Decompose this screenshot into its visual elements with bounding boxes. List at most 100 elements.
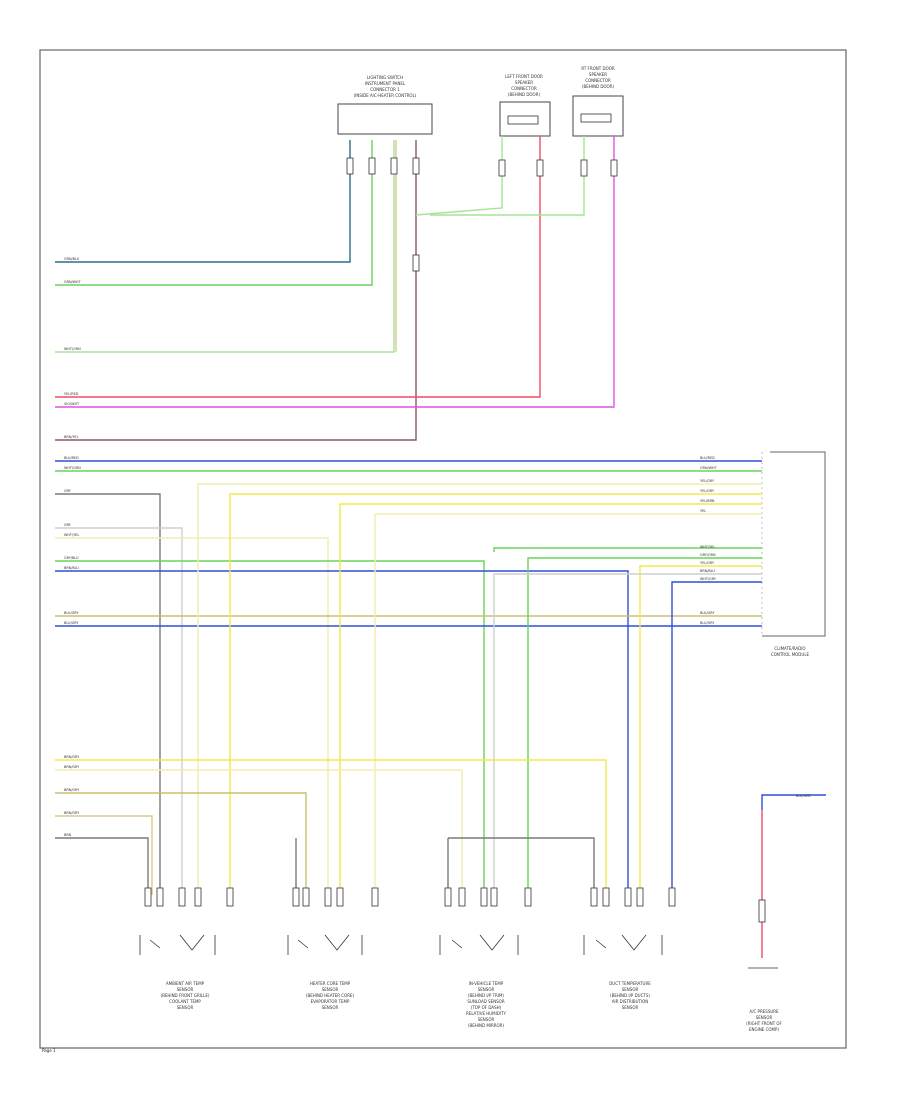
wire-yel-red: [55, 136, 541, 398]
bottom-captions: AMBIENT AIR TEMP SENSOR (BEHIND FRONT GR…: [161, 981, 783, 1032]
left-wire-label: BRN: [64, 833, 72, 837]
right-front-sensor-label-3: CONNECTOR: [585, 78, 611, 83]
connector-upper-3: [390, 157, 398, 175]
connector-lf-2: [536, 159, 544, 177]
comp5-label-1: A/C PRESSURE: [749, 1009, 779, 1014]
comp1-label-2: SENSOR: [177, 987, 194, 992]
control-module-label-2: CONTROL MODULE: [771, 652, 810, 657]
sensor-symbol-1: [139, 934, 216, 955]
diagram-frame: [39, 49, 847, 1049]
wire-grn-blu: [55, 140, 351, 263]
control-module-label-1: CLIMATE/RADIO: [774, 646, 805, 651]
wire-yel-gry-3: [197, 483, 762, 895]
left-wire-label: BRN/GRY: [64, 765, 80, 769]
left-wire-label: YEL/RED: [64, 392, 79, 396]
left-wire-label: GRY/BLU: [64, 556, 79, 560]
comp1-label-5: SENSOR: [177, 1005, 194, 1010]
connector-upper-2: [368, 157, 376, 175]
right-wire-label: YEL: [700, 509, 706, 513]
left-wire-label: GRN/WHT: [64, 280, 82, 284]
connector-b3: [178, 887, 186, 907]
comp4-label-4: AIR DISTRIBUTION: [612, 999, 649, 1004]
page-reference: Page 1: [42, 1048, 56, 1053]
left-wire-label: BRN/BLU: [64, 566, 79, 570]
comp1-label-3: (BEHIND FRONT GRILLE): [161, 993, 210, 998]
comp3-label-6: RELATIVE HUMIDITY: [466, 1011, 506, 1016]
right-wire-label: BLU/RED: [700, 456, 715, 460]
upper-module-label-1: LIGHTING SWITCH: [367, 75, 403, 80]
left-wire-label: BLU/GRY: [64, 621, 79, 625]
upper-module: LIGHTING SWITCH INSTRUMENT PANEL CONNECT…: [337, 75, 433, 135]
connector-b19: [636, 887, 644, 907]
right-wire-label: YEL/GRY: [700, 489, 715, 493]
control-module: CLIMATE/RADIO CONTROL MODULE: [761, 451, 826, 657]
comp3-label-3: (BEHIND I/P TRIM): [468, 993, 504, 998]
comp5-label-2: SENSOR: [756, 1015, 773, 1020]
comp2-label-2: SENSOR: [322, 987, 339, 992]
wire-speaker-grn-1: [415, 136, 503, 216]
right-wire-label: BRN/BLU: [700, 569, 715, 573]
wire-vio-wht: [55, 136, 615, 408]
connector-b6: [292, 887, 300, 907]
left-front-sensor-label-2: SPEAKER: [515, 80, 533, 85]
connector-b17: [602, 887, 610, 907]
comp4-label-5: SENSOR: [622, 1005, 639, 1010]
control-module-outline: [762, 451, 826, 637]
wire-gry-grn: [527, 557, 762, 895]
sensor-symbol-2: [287, 934, 363, 955]
left-wire-label: WHT/YEL: [64, 533, 79, 537]
wire-wht-yel: [55, 537, 329, 895]
wire-gry-2: [55, 527, 183, 895]
right-wire-label: BLU/GRY: [700, 621, 715, 625]
upper-module-label-3: CONNECTOR 1: [370, 87, 400, 92]
wire-brn: [55, 837, 149, 895]
comp2-label-1: HEATER CORE TEMP: [310, 981, 351, 986]
connector-b8: [324, 887, 332, 907]
left-front-sensor: LEFT FRONT DOOR SPEAKER CONNECTOR (BEHIN…: [499, 74, 551, 137]
bottom-connectors: [144, 887, 766, 923]
left-wire-label: BRN/YEL: [64, 435, 79, 439]
comp5-label-4: ENGINE COMP): [749, 1027, 779, 1032]
wire-yel-brn: [374, 513, 762, 895]
upper-connectors: [346, 157, 618, 272]
connector-rf-1: [580, 159, 588, 177]
left-wire-label: GRY: [64, 489, 72, 493]
connector-upper-5: [412, 254, 420, 272]
connector-rf-2: [610, 159, 618, 177]
right-front-sensor-label-4: (BEHIND DOOR): [582, 84, 615, 89]
right-wire-label: WHT/GRY: [700, 577, 717, 581]
right-wire-label: BLK/GRY: [700, 611, 715, 615]
wire-yel-gry-1: [229, 493, 762, 895]
wire-wht-grn: [55, 140, 395, 353]
connector-b5: [226, 887, 234, 907]
sensor-symbol-3: [439, 934, 519, 955]
wire-ground-4: [448, 837, 595, 895]
connector-b20: [668, 887, 676, 907]
comp5-label-3: (RIGHT FRONT OF: [746, 1021, 782, 1026]
wire-gry-blu: [55, 560, 485, 895]
comp1-label-4: COOLANT TEMP: [169, 999, 201, 1004]
comp3-label-5: (TOP OF DASH): [471, 1005, 502, 1010]
wire-brn-yel: [55, 140, 417, 441]
right-wire-label: GRN/WHT: [700, 466, 718, 470]
connector-b10: [371, 887, 379, 907]
left-wire-label: BLU/RED: [64, 456, 79, 460]
connector-b2: [156, 887, 164, 907]
left-front-sensor-label-1: LEFT FRONT DOOR: [505, 74, 543, 79]
connector-upper-4: [412, 157, 420, 175]
wire-brn-gry-3: [55, 792, 307, 895]
connector-b4: [194, 887, 202, 907]
wire-brn-blu-2: [493, 573, 762, 895]
wire-pressure-blu: [761, 794, 826, 810]
connector-b12: [458, 887, 466, 907]
sensor-symbols: [139, 934, 778, 969]
right-wire-label: YEL/BRN: [700, 499, 715, 503]
comp2-label-3: (BEHIND HEATER CORE): [306, 993, 355, 998]
pressure-wire-label: BLU/RED: [796, 794, 811, 798]
wire-brn-gry-4: [55, 815, 153, 895]
left-wire-label: BLK/GRY: [64, 611, 79, 615]
left-wire-label: WHT/GRN: [64, 466, 81, 470]
connector-b9: [336, 887, 344, 907]
right-wire-labels: BLU/REDGRN/WHTYEL/GRYYEL/GRYYEL/BRNYELWH…: [700, 456, 718, 625]
right-wire-label: GRY/GRN: [700, 553, 716, 557]
